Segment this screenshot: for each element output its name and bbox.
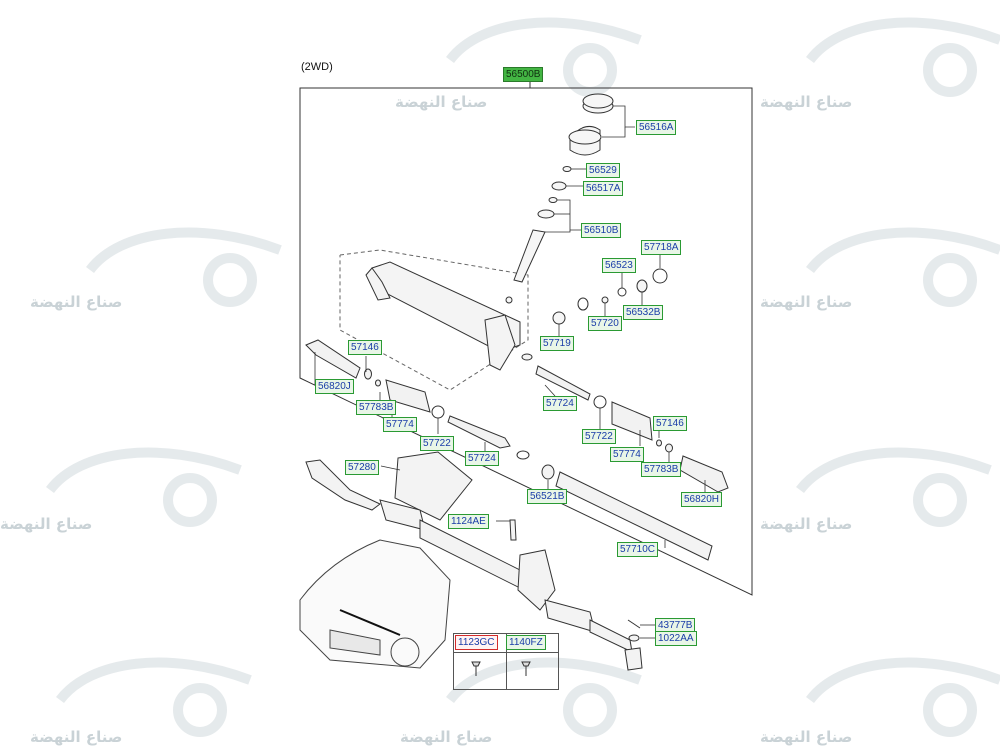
vehicle-silhouette — [299, 539, 451, 669]
part-label-57724-lower[interactable]: 57724 — [465, 451, 499, 466]
part-label-56521B[interactable]: 56521B — [527, 489, 568, 504]
part-label-57774-right[interactable]: 57774 — [610, 447, 644, 462]
part-label-1022AA[interactable]: 1022AA — [655, 631, 697, 646]
part-label-56820H[interactable]: 56820H — [681, 492, 723, 507]
fastener-table — [453, 633, 559, 690]
tie-rod-end-right — [679, 455, 729, 493]
part-label-56500B[interactable]: 56500B — [503, 67, 544, 82]
watermark-logo-icon — [56, 657, 252, 737]
part-label-56532B[interactable]: 56532B — [623, 305, 664, 320]
part-label-57710C[interactable]: 57710C — [617, 542, 659, 557]
boot-left — [385, 379, 431, 413]
fastener-table-divider — [506, 634, 507, 689]
rack-assembly-lower — [305, 451, 713, 671]
inner-tie-rod-right — [535, 365, 591, 401]
watermark-text: صناع النهضة — [760, 515, 853, 533]
part-label-57280[interactable]: 57280 — [345, 460, 379, 475]
watermark-logo-icon — [86, 227, 282, 307]
part-label-57146-left[interactable]: 57146 — [348, 340, 382, 355]
fastener-table-row-divider — [454, 652, 558, 653]
bolt-icon — [471, 661, 481, 667]
variant-label: (2WD) — [301, 61, 333, 73]
part-label-56529[interactable]: 56529 — [586, 163, 620, 178]
rack-housing-upper — [365, 261, 533, 371]
watermark-text: صناع النهضة — [760, 728, 853, 746]
watermark-logo-icon — [796, 447, 992, 527]
watermark-text: صناع النهضة — [400, 728, 493, 746]
part-label-57722-right[interactable]: 57722 — [582, 429, 616, 444]
watermark-text: صناع النهضة — [0, 515, 93, 533]
part-label-56510B[interactable]: 56510B — [581, 223, 622, 238]
part-label-1140FZ[interactable]: 1140FZ — [506, 635, 546, 650]
part-label-57783B-left[interactable]: 57783B — [356, 400, 397, 415]
inner-tie-rod-left — [447, 415, 511, 449]
part-label-56523[interactable]: 56523 — [602, 258, 636, 273]
watermark-text: صناع النهضة — [760, 293, 853, 311]
part-label-57146-right[interactable]: 57146 — [653, 416, 687, 431]
boot-right — [611, 401, 653, 441]
part-label-57783B-right[interactable]: 57783B — [641, 462, 682, 477]
watermark-logo-icon — [806, 17, 1000, 97]
part-label-56820J[interactable]: 56820J — [315, 379, 354, 394]
heat-shield — [394, 451, 473, 521]
watermark-text: صناع النهضة — [30, 728, 123, 746]
bolt-icon — [521, 661, 531, 667]
part-label-56517A[interactable]: 56517A — [583, 181, 624, 196]
part-label-57719[interactable]: 57719 — [540, 336, 574, 351]
part-label-57718A[interactable]: 57718A — [641, 240, 682, 255]
part-label-1123GC[interactable]: 1123GC — [455, 635, 498, 650]
tie-rod-end-left — [305, 339, 361, 379]
watermark-logo-icon — [446, 17, 642, 97]
watermark-logo-icon — [46, 447, 242, 527]
watermark-text: صناع النهضة — [760, 93, 853, 111]
bearing-cap — [513, 93, 614, 283]
part-label-56516A[interactable]: 56516A — [636, 120, 677, 135]
part-label-57724-upper[interactable]: 57724 — [543, 396, 577, 411]
watermark-logo-icon — [806, 657, 1000, 737]
watermark-text: صناع النهضة — [30, 293, 123, 311]
watermark-text: صناع النهضة — [395, 93, 488, 111]
rack-bar — [555, 471, 713, 561]
pinion-bolt — [509, 519, 517, 541]
part-label-57722-left[interactable]: 57722 — [420, 436, 454, 451]
watermark-logo-icon — [806, 227, 1000, 307]
part-label-57774-left[interactable]: 57774 — [383, 417, 417, 432]
part-label-1124AE[interactable]: 1124AE — [448, 514, 489, 529]
part-label-57720[interactable]: 57720 — [588, 316, 622, 331]
